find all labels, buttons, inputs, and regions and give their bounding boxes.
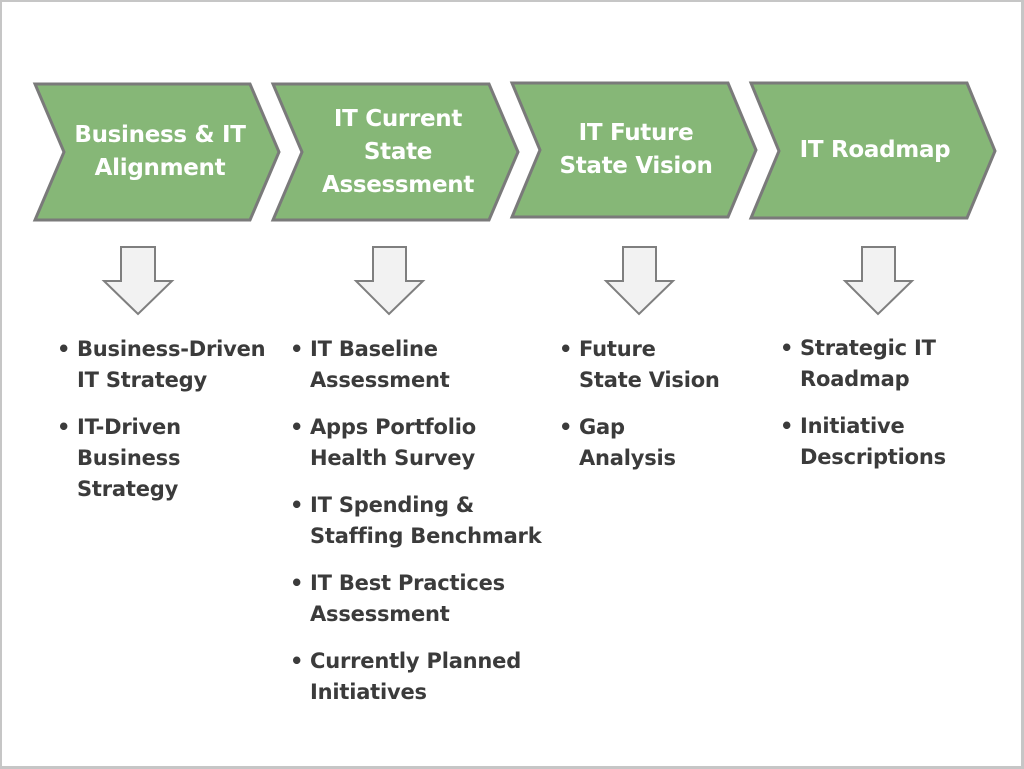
list-item: •Initiative Descriptions <box>780 411 980 473</box>
bullet-icon: • <box>290 649 304 673</box>
list-item: •IT-Driven Business Strategy <box>57 412 277 505</box>
chevron-phase-2 <box>270 82 520 222</box>
bullet-icon: • <box>57 415 71 439</box>
down-arrow-icon <box>842 246 915 316</box>
chevron-phase-4 <box>748 81 997 220</box>
list-item: •Business-Driven IT Strategy <box>57 334 277 396</box>
down-arrow-icon <box>603 246 676 316</box>
list-item: •Strategic IT Roadmap <box>780 333 980 395</box>
phase-3-title: IT Future State Vision <box>559 120 713 179</box>
bullet-icon: • <box>559 337 573 361</box>
list-item: •Currently Planned Initiatives <box>290 646 555 708</box>
down-arrow-icon <box>353 246 426 316</box>
list-item: •IT Baseline Assessment <box>290 334 555 396</box>
list-item: •Apps Portfolio Health Survey <box>290 412 555 474</box>
phase-4-title: IT Roadmap <box>799 137 951 163</box>
bullet-icon: • <box>290 571 304 595</box>
phase-3-deliverables: •Future State Vision •Gap Analysis <box>559 334 749 490</box>
phase-2-deliverables: •IT Baseline Assessment •Apps Portfolio … <box>290 334 555 724</box>
phase-4-deliverables: •Strategic IT Roadmap •Initiative Descri… <box>780 333 980 489</box>
bullet-icon: • <box>559 415 573 439</box>
bullet-icon: • <box>290 337 304 361</box>
bullet-icon: • <box>57 337 71 361</box>
bullet-icon: • <box>780 336 794 360</box>
bullet-icon: • <box>780 414 794 438</box>
chevron-phase-3 <box>509 81 758 219</box>
chevron-phase-1 <box>32 82 281 222</box>
list-item: •IT Spending & Staffing Benchmark <box>290 490 555 552</box>
bullet-icon: • <box>290 493 304 517</box>
phase-2-title: IT Current State Assessment <box>321 105 475 198</box>
list-item: •Future State Vision <box>559 334 749 396</box>
phase-1-deliverables: •Business-Driven IT Strategy •IT-Driven … <box>57 334 277 521</box>
list-item: •IT Best Practices Assessment <box>290 568 555 630</box>
phase-1-title: Business & IT Alignment <box>74 122 246 181</box>
bullet-icon: • <box>290 415 304 439</box>
list-item: •Gap Analysis <box>559 412 749 474</box>
down-arrow-icon <box>101 246 175 316</box>
